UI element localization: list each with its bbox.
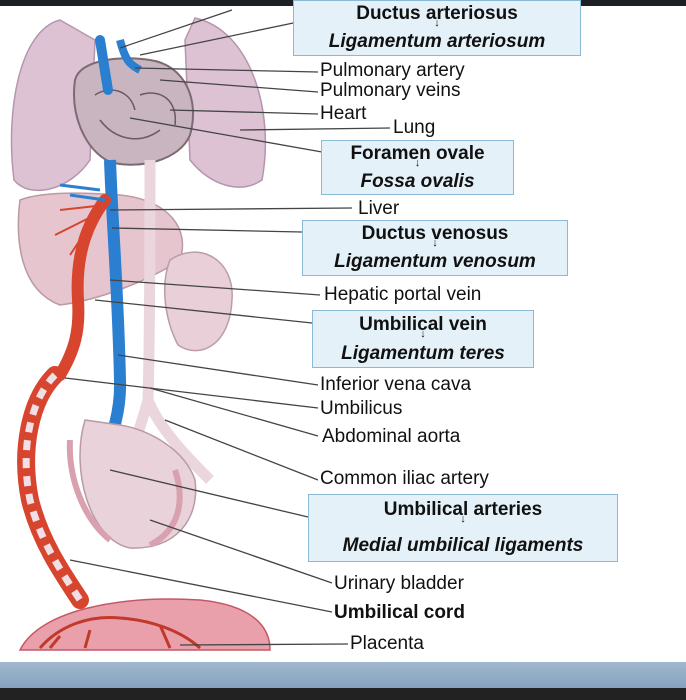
label-inferior-vena-cava: Inferior vena cava bbox=[318, 374, 474, 395]
label-fossa-ovalis: Fossa ovalis bbox=[360, 171, 475, 192]
umbilical-cord-sheath bbox=[22, 372, 83, 602]
label-foramen-ovale: Foramen ovale bbox=[350, 143, 485, 164]
box-ductus-venosus: Ductus venosus ↓ Ligamentum venosum bbox=[302, 220, 568, 276]
superior-vena-cava bbox=[95, 35, 113, 95]
label-umbilicus: Umbilicus bbox=[318, 398, 405, 419]
label-urinary-bladder: Urinary bladder bbox=[332, 573, 466, 594]
box-umbilical-arteries: Umbilical arteries ↓ Medial umbilical li… bbox=[308, 494, 618, 562]
label-hepatic-portal-vein: Hepatic portal vein bbox=[322, 284, 484, 305]
label-medial-umbilical-ligaments: Medial umbilical ligaments bbox=[342, 535, 584, 556]
label-placenta: Placenta bbox=[348, 633, 426, 654]
right-lung bbox=[184, 17, 267, 188]
label-liver: Liver bbox=[356, 198, 402, 219]
urinary-bladder-organ bbox=[79, 419, 197, 549]
hepatic-branches bbox=[54, 204, 106, 256]
placenta-organ bbox=[18, 598, 271, 651]
label-umbilical-cord: Umbilical cord bbox=[332, 602, 467, 623]
hepatic-portal-branches bbox=[59, 183, 106, 202]
leader-lines bbox=[64, 9, 391, 646]
heart-chambers bbox=[94, 89, 176, 140]
label-abdominal-aorta: Abdominal aorta bbox=[320, 426, 463, 447]
screen-bottom-edge bbox=[0, 688, 686, 700]
box-foramen-ovale: Foramen ovale ↓ Fossa ovalis bbox=[321, 140, 514, 195]
label-pulmonary-veins: Pulmonary veins bbox=[318, 80, 463, 101]
label-common-iliac-artery: Common iliac artery bbox=[318, 468, 491, 489]
label-ductus-venosus: Ductus venosus bbox=[361, 223, 509, 244]
label-umbilical-arteries: Umbilical arteries bbox=[383, 499, 543, 520]
label-umbilical-vein: Umbilical vein bbox=[359, 314, 487, 335]
label-ligamentum-venosum: Ligamentum venosum bbox=[334, 251, 536, 272]
label-ductus-arteriosus: Ductus arteriosus bbox=[356, 3, 518, 24]
label-pulmonary-artery: Pulmonary artery bbox=[318, 60, 467, 81]
label-lung: Lung bbox=[391, 117, 438, 138]
label-heart: Heart bbox=[318, 103, 369, 124]
umbilical-vein-vessel bbox=[54, 194, 111, 381]
pulmonary-trunk bbox=[116, 38, 142, 74]
box-umbilical-vein: Umbilical vein ↓ Ligamentum teres bbox=[312, 310, 534, 368]
placenta-vessels bbox=[38, 615, 202, 650]
kidney bbox=[164, 251, 233, 352]
label-ligamentum-teres: Ligamentum teres bbox=[341, 343, 505, 364]
box-ductus-arteriosus: Ductus arteriosus ↓ Ligamentum arteriosu… bbox=[293, 0, 581, 56]
label-ligamentum-arteriosum: Ligamentum arteriosum bbox=[328, 31, 546, 52]
umbilical-arteries-vessels bbox=[66, 439, 183, 548]
left-lung bbox=[10, 19, 96, 192]
